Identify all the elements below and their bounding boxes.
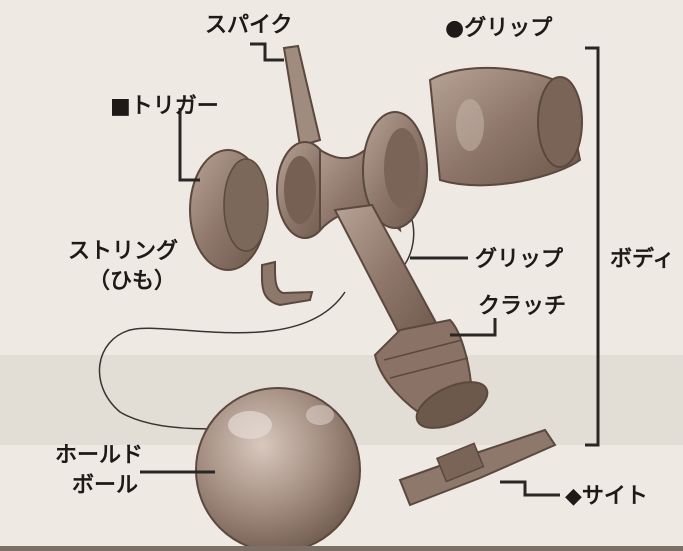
label-hold-ball-line1: ホールド [55,443,143,468]
label-spike: スパイク [205,13,293,38]
label-sight: ◆サイト [565,484,648,509]
clutch-leader [450,318,497,337]
label-trigger: ■トリガー [110,94,219,119]
spike-leader [250,42,284,62]
ken-handle [276,44,489,429]
hold-ball [195,387,361,551]
label-string-line1: ストリング [68,238,178,264]
trigger-leader [178,108,200,182]
trigger-part [189,149,314,307]
sight-part [398,428,557,507]
label-grip-top: ●グリップ [445,15,553,41]
label-grip-middle: グリップ [475,246,564,272]
label-hold-ball-line2: ボール [72,473,138,498]
label-string-line2: （ひも） [88,269,176,294]
string [98,291,346,430]
body-bracket [585,46,600,447]
label-clutch: クラッチ [478,294,566,319]
bottom-edge [0,546,683,551]
label-body: ボディ [610,246,674,272]
sight-leader [500,480,560,497]
grip-part [428,66,583,187]
